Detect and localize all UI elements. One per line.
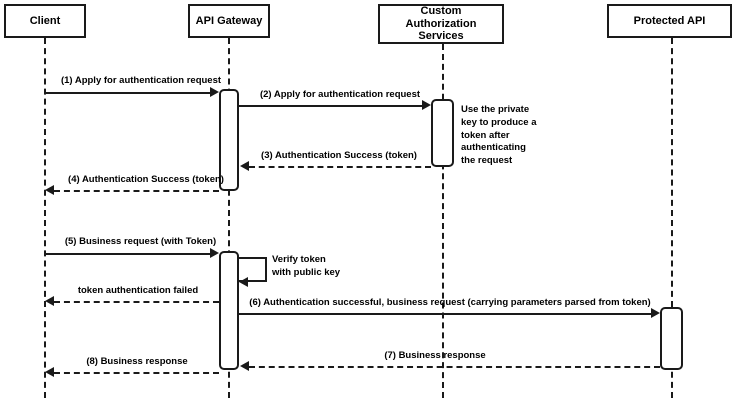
self-message-line-1: Verify token xyxy=(272,254,326,265)
message-arrowhead-4 xyxy=(45,185,54,195)
participant-protected-api[interactable]: Protected API xyxy=(607,4,732,38)
message-arrowhead-3 xyxy=(240,161,249,171)
message-label-2: (2) Apply for authentication request xyxy=(259,89,421,100)
message-label-7: (7) Business response xyxy=(384,350,486,361)
participant-protected-api-label: Protected API xyxy=(633,14,706,27)
message-line-token-authentication-failed xyxy=(54,301,219,303)
lifeline-custom-authorization-services xyxy=(442,44,444,398)
message-arrowhead-5 xyxy=(210,248,219,258)
lifeline-api-gateway xyxy=(228,38,230,398)
note-private-key: Use the private key to produce a token a… xyxy=(461,104,537,167)
participant-custom-authorization-services[interactable]: Custom Authorization Services xyxy=(378,4,504,44)
participant-client-label: Client xyxy=(29,14,61,27)
activation-api-gateway-business xyxy=(219,251,239,370)
message-line-2 xyxy=(238,105,422,107)
message-arrowhead-7 xyxy=(240,361,249,371)
self-message-line-2: with public key xyxy=(272,266,341,278)
message-line-7 xyxy=(249,366,660,368)
self-message-loop-verify-token xyxy=(239,257,267,282)
lifeline-protected-api xyxy=(671,38,673,398)
message-arrowhead-2 xyxy=(422,100,431,110)
activation-api-gateway-auth xyxy=(219,89,239,191)
message-label-1: (1) Apply for authentication request xyxy=(60,75,222,86)
message-arrowhead-8 xyxy=(45,367,54,377)
message-line-5 xyxy=(45,253,210,255)
message-label-3: (3) Authentication Success (token) xyxy=(261,150,417,161)
message-arrowhead-1 xyxy=(210,87,219,97)
lifeline-client xyxy=(44,38,46,398)
message-line-6 xyxy=(238,313,651,315)
activation-protected-api xyxy=(660,307,683,370)
message-label-6: (6) Authentication successful, business … xyxy=(249,297,651,308)
message-line-3 xyxy=(249,166,431,168)
message-label-8: (8) Business response xyxy=(86,356,188,367)
message-line-1 xyxy=(45,92,210,94)
participant-api-gateway[interactable]: API Gateway xyxy=(188,4,270,38)
self-message-arrowhead-verify-token xyxy=(239,277,248,287)
message-label-4: (4) Authentication Success (token) xyxy=(68,174,224,185)
participant-custom-authorization-services-label: Custom Authorization Services xyxy=(405,5,477,43)
participant-client[interactable]: Client xyxy=(4,4,86,38)
message-arrowhead-token-authentication-failed xyxy=(45,296,54,306)
participant-api-gateway-label: API Gateway xyxy=(195,14,263,27)
message-label-token-authentication-failed: token authentication failed xyxy=(77,285,199,296)
message-line-8 xyxy=(54,372,219,374)
message-arrowhead-6 xyxy=(651,308,660,318)
activation-custom-authorization-services xyxy=(431,99,454,167)
message-label-5: (5) Business request (with Token) xyxy=(64,236,217,247)
message-line-4 xyxy=(54,190,219,192)
